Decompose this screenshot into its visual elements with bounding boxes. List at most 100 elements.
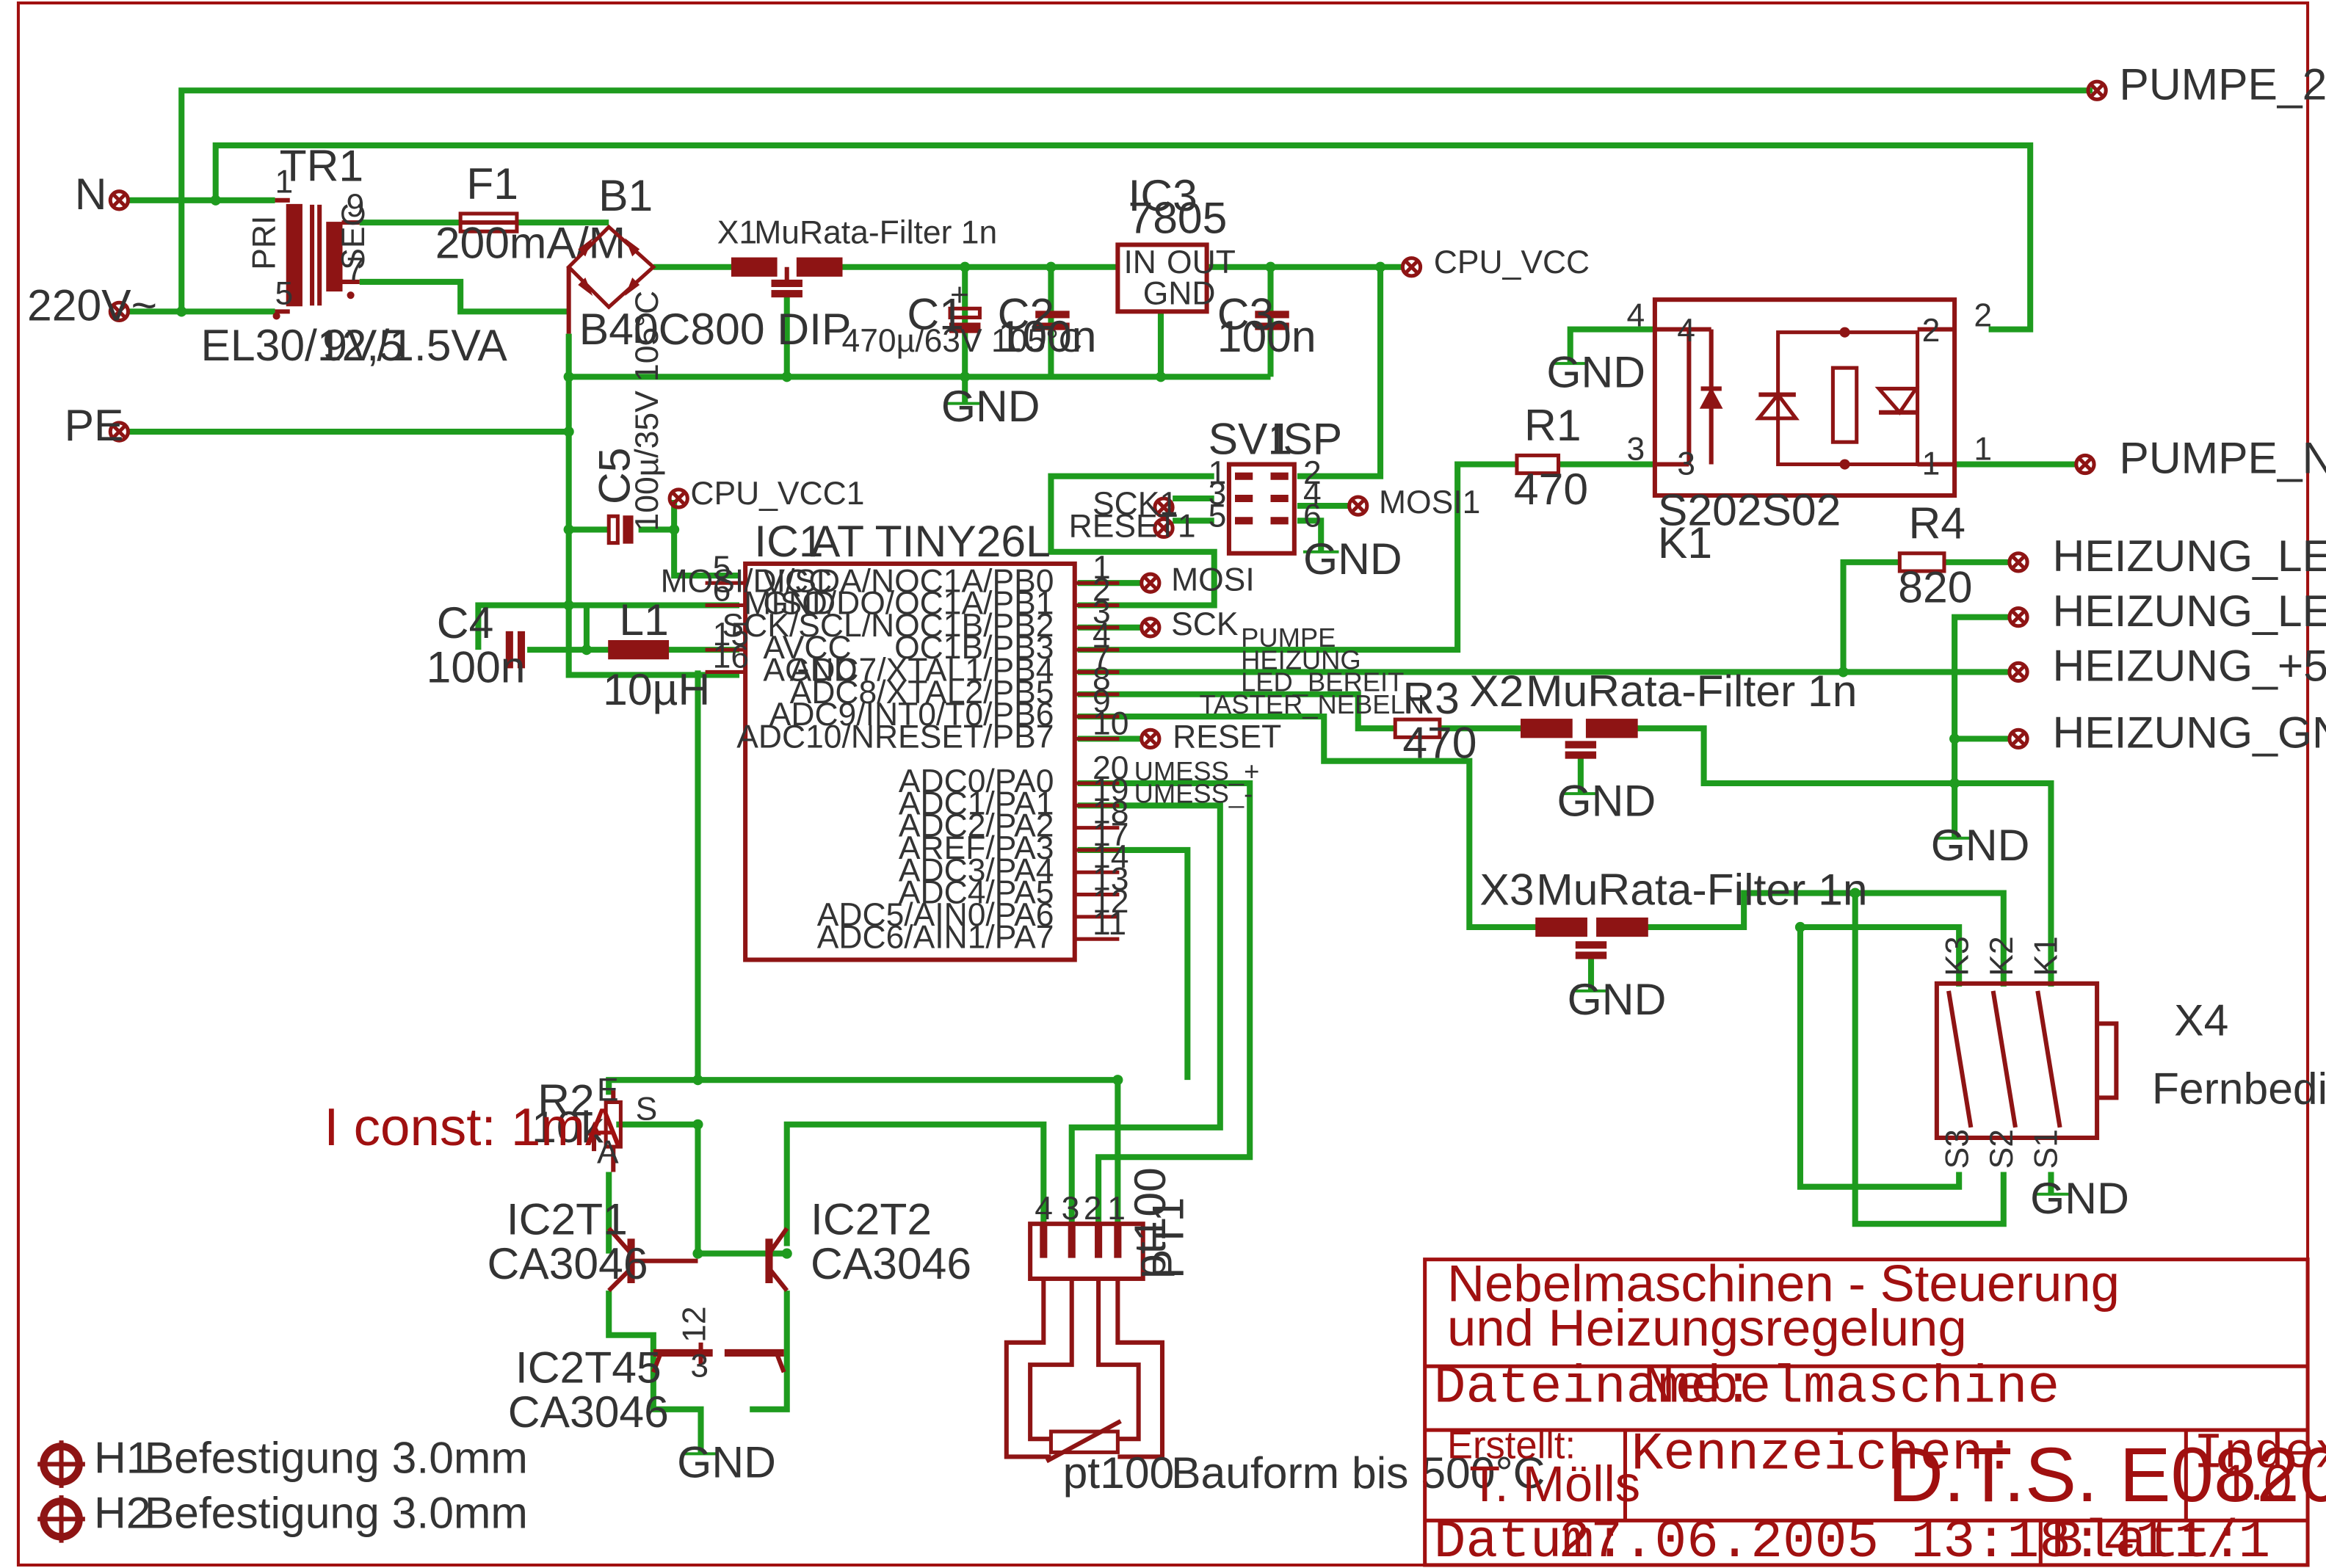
svg-text:3: 3 bbox=[1209, 476, 1227, 512]
svg-text:RESET1: RESET1 bbox=[1069, 509, 1196, 545]
terminal-cpu-vcc1[interactable]: CPU_VCC1 bbox=[670, 476, 864, 512]
svg-text:IC2T45: IC2T45 bbox=[515, 1342, 662, 1392]
title-line-1: Nebelmaschinen - Steuerung bbox=[1447, 1254, 2120, 1312]
terminal-heizung-led-gnd[interactable]: HEIZUNG_LED_GND bbox=[2010, 586, 2326, 636]
title-line-2: und Heizungsregelung bbox=[1447, 1299, 1967, 1357]
svg-text:ADC9/INT0/T0/PB6: ADC9/INT0/T0/PB6 bbox=[769, 697, 1054, 733]
resistor-r1: R1 470 bbox=[1514, 400, 1588, 514]
svg-text:C3: C3 bbox=[1217, 289, 1274, 339]
svg-text:R3: R3 bbox=[1402, 673, 1459, 723]
terminal-heizung-led[interactable]: HEIZUNG_LED bbox=[2010, 531, 2326, 581]
svg-text:PT1: PT1 bbox=[1142, 1197, 1192, 1279]
svg-text:ADC8/XTAL2/PB5: ADC8/XTAL2/PB5 bbox=[790, 675, 1054, 711]
terminal-sck1[interactable]: SCK1 bbox=[1093, 486, 1178, 522]
capacitor-c5: C5 100µ/35V 105°C bbox=[590, 291, 665, 545]
svg-text:R4: R4 bbox=[1908, 498, 1965, 548]
svg-text:PRI: PRI bbox=[247, 216, 283, 270]
terminal-sck[interactable]: SCK bbox=[1142, 606, 1239, 642]
svg-text:HEIZUNG_+5V: HEIZUNG_+5V bbox=[2052, 641, 2326, 691]
svg-text:Fernbedienung: Fernbedienung bbox=[2152, 1063, 2326, 1113]
svg-text:ADC10/NRESET/PB7: ADC10/NRESET/PB7 bbox=[736, 719, 1054, 755]
current-annotation: I const: 1mA bbox=[324, 1097, 621, 1157]
terminal-N[interactable]: N bbox=[75, 169, 128, 219]
svg-text:1: 1 bbox=[1093, 550, 1111, 586]
svg-text:ADC0/PA0: ADC0/PA0 bbox=[899, 763, 1054, 799]
svg-text:100n: 100n bbox=[427, 642, 526, 692]
junctions bbox=[176, 195, 1960, 1259]
svg-text:SCK/SCL/NOC1B/PB2: SCK/SCL/NOC1B/PB2 bbox=[722, 608, 1054, 644]
terminal-mosi[interactable]: MOSI bbox=[1142, 562, 1255, 598]
svg-text:1: 1 bbox=[1922, 446, 1941, 482]
svg-text:X4: X4 bbox=[2174, 995, 2228, 1045]
svg-text:PUMPE_N: PUMPE_N bbox=[2119, 433, 2326, 483]
svg-text:MuRata-Filter 1n: MuRata-Filter 1n bbox=[1536, 865, 1867, 915]
svg-text:E: E bbox=[597, 1072, 619, 1108]
svg-text:3: 3 bbox=[1062, 1191, 1080, 1227]
mounting-hole-h2: H2 Befestigung 3.0mm bbox=[37, 1487, 528, 1543]
svg-text:1: 1 bbox=[1974, 431, 1992, 467]
transistor-ic2t2: IC2T2 CA3046 bbox=[765, 1194, 971, 1293]
svg-text:K3: K3 bbox=[1939, 936, 1975, 976]
svg-text:220V~: 220V~ bbox=[27, 280, 157, 330]
svg-text:A: A bbox=[597, 1134, 619, 1170]
date-label: Datum: bbox=[1434, 1511, 1626, 1568]
terminal-cpu-vcc[interactable]: CPU_VCC bbox=[1402, 244, 1590, 280]
author: T. Mölls bbox=[1469, 1456, 1640, 1512]
terminal-heizung-gnd[interactable]: HEIZUNG_GND bbox=[2010, 707, 2326, 757]
terminal-PE[interactable]: PE bbox=[65, 400, 128, 450]
svg-text:2: 2 bbox=[1303, 455, 1322, 491]
svg-text:MISO/DO/OC1A/PB1: MISO/DO/OC1A/PB1 bbox=[744, 586, 1054, 622]
svg-text:SEC: SEC bbox=[336, 203, 372, 269]
svg-text:IC2T1: IC2T1 bbox=[507, 1194, 628, 1244]
sensor-pt100: pt100 Bauform bis 500°C bbox=[1004, 1278, 1545, 1498]
svg-text:S3: S3 bbox=[1939, 1129, 1975, 1169]
terminal-reset[interactable]: RESET bbox=[1142, 719, 1282, 755]
terminal-pumpe-220v[interactable]: PUMPE_220V~ bbox=[2088, 59, 2326, 109]
svg-text:6: 6 bbox=[713, 572, 731, 608]
svg-text:R2: R2 bbox=[537, 1075, 594, 1125]
svg-text:IN: IN bbox=[1123, 244, 1156, 280]
terminal-pumpe-n[interactable]: PUMPE_N bbox=[2076, 433, 2326, 483]
svg-text:C5: C5 bbox=[590, 448, 640, 504]
svg-text:18: 18 bbox=[1093, 795, 1128, 831]
svg-text:820: 820 bbox=[1898, 562, 1972, 611]
svg-text:9: 9 bbox=[1093, 683, 1111, 719]
svg-text:17: 17 bbox=[1093, 817, 1128, 853]
svg-text:ADC6/AIN1/PA7: ADC6/AIN1/PA7 bbox=[817, 919, 1054, 955]
remote-connector-x4[interactable]: K3 K2 K1 S3 S2 S1 X4 Fernbedienung GND bbox=[1934, 936, 2326, 1223]
terminal-mosi1[interactable]: MOSI1 bbox=[1349, 484, 1481, 520]
svg-text:TR1: TR1 bbox=[280, 141, 364, 191]
svg-text:2: 2 bbox=[1084, 1191, 1102, 1227]
svg-text:4: 4 bbox=[1303, 476, 1322, 512]
svg-text:7: 7 bbox=[347, 252, 365, 288]
svg-text:470: 470 bbox=[1514, 464, 1588, 514]
svg-text:100n: 100n bbox=[998, 311, 1097, 361]
terminal-heizung-5v[interactable]: HEIZUNG_+5V bbox=[2010, 641, 2326, 691]
svg-text:SCK1: SCK1 bbox=[1093, 486, 1178, 522]
terminal-220v[interactable]: 220V~ bbox=[27, 280, 157, 330]
svg-text:ADC5/AIN0/PA6: ADC5/AIN0/PA6 bbox=[817, 897, 1054, 933]
svg-text:IC1: IC1 bbox=[754, 516, 823, 566]
code-value: D.T.S. E0820 bbox=[1888, 1432, 2326, 1518]
svg-text:11: 11 bbox=[1093, 906, 1126, 942]
svg-text:4: 4 bbox=[1677, 313, 1695, 349]
svg-text:12: 12 bbox=[677, 1306, 713, 1342]
svg-text:4: 4 bbox=[1627, 298, 1645, 334]
terminal-reset1[interactable]: RESET1 bbox=[1069, 509, 1196, 545]
transistor-ic2t1: IC2T1 CA3046 bbox=[488, 1194, 698, 1293]
svg-text:GND: GND bbox=[941, 381, 1040, 431]
svg-text:X1: X1 bbox=[717, 214, 757, 250]
svg-text:2: 2 bbox=[1974, 298, 1992, 334]
svg-text:OC1B/PB3: OC1B/PB3 bbox=[894, 630, 1054, 666]
trimmer-r2[interactable]: SEA R2 10k bbox=[532, 1072, 657, 1172]
